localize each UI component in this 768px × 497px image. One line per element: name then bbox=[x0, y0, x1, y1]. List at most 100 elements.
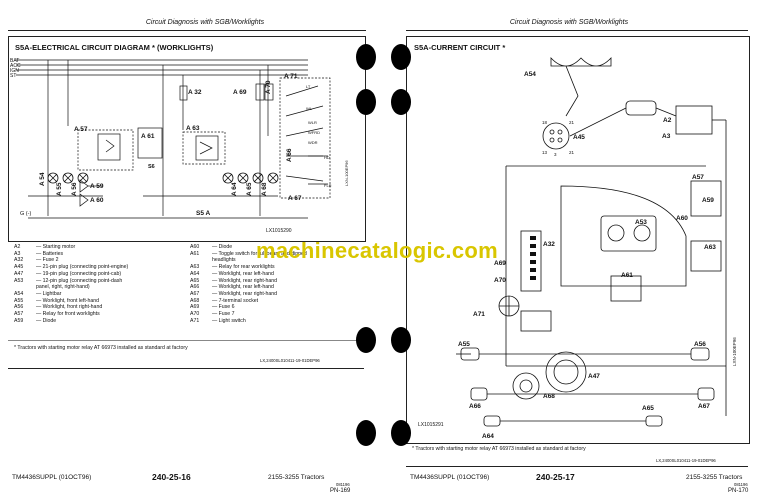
label-a66: A 66 bbox=[286, 148, 293, 162]
page-number: PN-170 bbox=[728, 488, 749, 494]
label-a69: A69 bbox=[494, 260, 506, 267]
legend-item: A71— Light switch bbox=[190, 317, 246, 324]
bus-label-ign: IGN bbox=[10, 68, 19, 74]
legend-item: A60— Diode bbox=[190, 244, 233, 250]
switch-label-wl: WL bbox=[306, 106, 313, 111]
tractor-model: 2155-3255 Tractors bbox=[686, 474, 743, 481]
diagram-title: S5A-ELECTRICAL CIRCUIT DIAGRAM * (WORKLI… bbox=[15, 43, 214, 52]
binder-hole bbox=[356, 420, 376, 446]
pin-number: 21 bbox=[569, 120, 575, 125]
divider bbox=[8, 340, 364, 341]
binder-hole bbox=[391, 420, 411, 446]
page-number: PN-169 bbox=[330, 488, 351, 494]
date-code: 081196 bbox=[336, 482, 350, 487]
legend-item: A68— 7-terminal socket bbox=[190, 297, 259, 304]
legend-item: A63— Relay for rear worklights bbox=[190, 264, 275, 271]
page-reference: 240-25-16 bbox=[152, 472, 191, 482]
label-a54: A 54 bbox=[39, 172, 46, 186]
label-a56: A 56 bbox=[71, 182, 78, 196]
binder-hole bbox=[391, 89, 411, 115]
label-ground: G (-) bbox=[20, 211, 31, 217]
legend-item: A56— Worklight, front right-hand bbox=[14, 304, 103, 311]
bus-label-bat: BAT bbox=[10, 58, 19, 64]
pin-number: 13 bbox=[542, 150, 548, 155]
switch-label-wdr: WDR bbox=[308, 140, 318, 145]
diagram-code: LX1015290 bbox=[266, 228, 292, 234]
binder-hole bbox=[356, 327, 376, 353]
switch-label-flr: FLR bbox=[324, 183, 332, 188]
page-reference: 240-25-17 bbox=[536, 472, 575, 482]
legend-left-column: A2— Starting motor A3— Batteries A32— Fu… bbox=[14, 244, 128, 324]
label-a32: A 32 bbox=[188, 89, 202, 96]
legend-item: headlights bbox=[212, 257, 236, 264]
label-a54: A54 bbox=[524, 71, 536, 78]
label-a60: A60 bbox=[676, 215, 688, 222]
legend-item: A66— Worklight, rear left-hand bbox=[190, 284, 274, 291]
label-a59: A 59 bbox=[90, 183, 104, 190]
label-a59: A59 bbox=[702, 197, 714, 204]
electrical-circuit-diagram: BAT ACC IGN ST A 32 A 69 A 70 A 71 A 57 … bbox=[10, 58, 349, 234]
bus-label-st: ST bbox=[10, 73, 16, 79]
label-a3: A3 bbox=[662, 133, 671, 140]
left-page-header: Circuit Diagnosis with SGB/Worklights bbox=[145, 19, 265, 26]
label-a55: A 55 bbox=[56, 182, 63, 196]
label-a53: A53 bbox=[635, 219, 647, 226]
label-s5a: S5 A bbox=[196, 210, 211, 217]
section-rule bbox=[8, 368, 364, 369]
legend-item: A2— Starting motor bbox=[14, 244, 76, 250]
pin-number: 18 bbox=[542, 120, 548, 125]
legend-item: A53— 12-pin plug (connecting point-dash bbox=[14, 277, 123, 284]
current-circuit-drawing: A54 A2 A3 A45 A57 A60 A59 A53 A32 A63 A6… bbox=[418, 56, 737, 440]
bus-label-acc: ACC bbox=[10, 63, 21, 69]
label-a64: A64 bbox=[482, 433, 494, 440]
legend-item: A67— Worklight, rear right-hand bbox=[190, 290, 278, 297]
binder-hole bbox=[391, 44, 411, 70]
label-a55: A55 bbox=[458, 341, 470, 348]
legend-item: A69— Fuse 6 bbox=[190, 304, 235, 311]
legend-item: A45— 21-pin plug (connecting point-engin… bbox=[14, 264, 129, 271]
circuit-diagram-panel bbox=[8, 36, 366, 242]
label-s6: S6 bbox=[148, 164, 155, 170]
label-a2: A2 bbox=[663, 117, 672, 124]
label-a32: A32 bbox=[543, 241, 555, 248]
label-a69: A 69 bbox=[233, 89, 247, 96]
legend-item: A47— 19-pin plug (connecting point-cab) bbox=[14, 270, 122, 277]
circuit-title: S5A-CURRENT CIRCUIT * bbox=[414, 43, 506, 52]
label-a60: A 60 bbox=[90, 197, 104, 204]
header-rule bbox=[8, 30, 366, 31]
switch-label-hd: HD bbox=[324, 155, 330, 160]
section-rule bbox=[406, 466, 748, 467]
label-a45: A45 bbox=[573, 134, 585, 141]
label-a67: A67 bbox=[698, 403, 710, 410]
switch-label-lt: LT bbox=[306, 84, 311, 89]
label-a47: A47 bbox=[588, 373, 600, 380]
legend-item: A59— Diode bbox=[14, 317, 57, 324]
legend-item: A32— Fuse 2 bbox=[14, 257, 59, 264]
right-page-header: Circuit Diagnosis with SGB/Worklights bbox=[509, 19, 629, 26]
binder-hole bbox=[391, 327, 411, 353]
label-a63: A63 bbox=[704, 244, 716, 251]
legend-item: A70— Fuse 7 bbox=[190, 311, 235, 318]
side-code: LXN-100EP96 bbox=[344, 160, 349, 186]
label-a68: A68 bbox=[543, 393, 555, 400]
label-a65: A65 bbox=[642, 405, 654, 412]
label-a61: A 61 bbox=[141, 133, 155, 140]
label-a71: A 71 bbox=[284, 73, 298, 80]
manual-id: TM4436SUPPL (01OCT96) bbox=[410, 474, 490, 481]
label-a67: A 67 bbox=[288, 195, 302, 202]
right-page: Circuit Diagnosis with SGB/Worklights S5… bbox=[384, 0, 768, 497]
binder-hole bbox=[356, 89, 376, 115]
legend-item: A64— Worklight, rear left-hand bbox=[190, 270, 274, 277]
binder-hole bbox=[356, 44, 376, 70]
reference-code: LX,2400SL010411-19-01DEP96 bbox=[260, 358, 320, 363]
legend-item: A55— Worklight, front left-hand bbox=[14, 297, 100, 304]
label-a71: A71 bbox=[473, 311, 485, 318]
legend-item: A3— Batteries bbox=[14, 250, 64, 257]
label-a65: A 65 bbox=[246, 182, 253, 196]
left-page: Circuit Diagnosis with SGB/Worklights S5… bbox=[8, 19, 366, 494]
label-a61: A61 bbox=[621, 272, 633, 279]
date-code: 081196 bbox=[734, 482, 748, 487]
label-a64: A 64 bbox=[231, 182, 238, 196]
label-a57: A 57 bbox=[74, 126, 88, 133]
reference-code: LX,2400SL010411-19-01DEP96 bbox=[656, 458, 716, 463]
